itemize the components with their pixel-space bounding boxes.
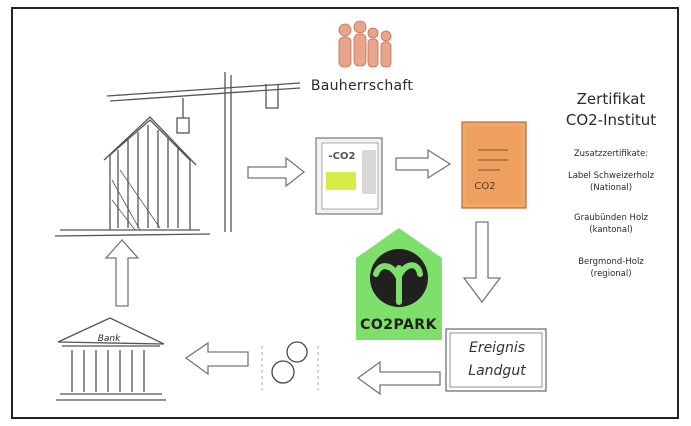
additional-certificates-heading: Zusatzzertifikate:: [573, 149, 649, 159]
client-label: Bauherrschaft: [310, 78, 414, 94]
label-name: Bergmond-Holz: [578, 257, 644, 267]
forest-sign-line2: Landgut: [468, 363, 526, 379]
logo-wordmark: CO2PARK: [360, 317, 437, 333]
forest-sign-line1: Ereignis: [468, 340, 526, 356]
label-name: Graubünden Holz: [574, 213, 648, 223]
certificate-title-line2: CO2-Institut: [565, 111, 657, 129]
forest-sign-icon: [445, 328, 547, 392]
certificate-document-text: CO2: [474, 181, 496, 192]
certificate-document-icon: [461, 121, 527, 209]
house-icon: [54, 72, 301, 237]
co2-document-icon: [315, 137, 383, 215]
label-name: Label Schweizerholz: [567, 171, 655, 181]
label-scope: (regional): [590, 269, 632, 279]
arrow-icon: [104, 148, 502, 396]
coins-icon: [261, 341, 319, 390]
bank-label: Bank: [97, 334, 121, 344]
bank-icon: [56, 317, 166, 401]
label-scope: (kantonal): [589, 225, 633, 235]
label-scope: (National): [589, 183, 633, 193]
tree-logo-icon: [356, 228, 442, 340]
people-icon: [338, 20, 392, 68]
certificate-title-line1: Zertifikat: [576, 90, 646, 108]
co2-document-text: -CO2: [328, 151, 356, 162]
